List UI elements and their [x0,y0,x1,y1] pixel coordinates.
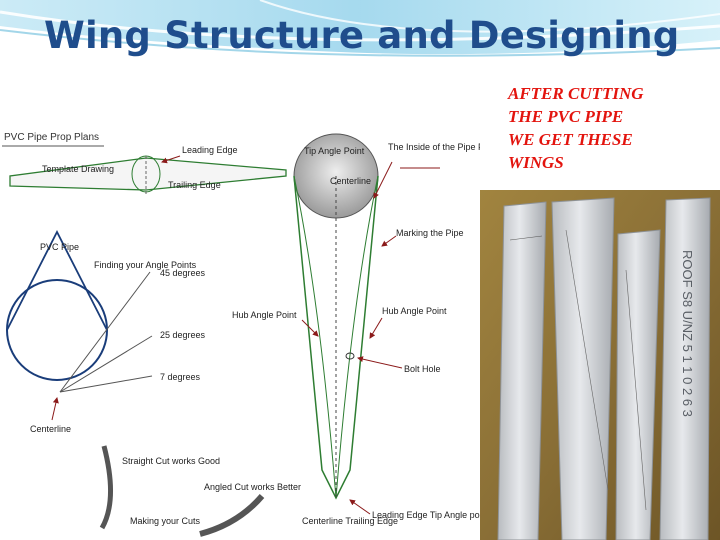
wing-4-print: ROOF S8 U/NZ 5 1 1 0 2 6 3 [680,250,695,417]
label-leading-edge-tip: Leading Edge Tip Angle point [372,510,480,520]
bolt-hole [345,352,355,360]
label-leading-edge: Leading Edge [182,145,238,155]
label-centerline-top: Centerline [330,176,371,186]
label-hub-angle-point-right: Hub Angle Point [382,306,447,316]
label-hub-angle-point-left: Hub Angle Point [232,310,297,320]
angled-cut-arc [199,494,265,537]
label-marking-the-pipe: Marking the Pipe [396,228,464,238]
label-centerline-left: Centerline [30,424,71,434]
label-inside-of-pipe: The Inside of the Pipe Faces the Wind [388,142,480,152]
wing-3 [615,229,661,540]
template-drawing [9,157,287,191]
label-tip-angle-point: Tip Angle Point [304,146,365,156]
caption-line-3: WE GET THESE [508,130,633,149]
label-25-degrees: 25 degrees [160,330,206,340]
photo-caption: AFTER CUTTING THE PVC PIPE WE GET THESE … [508,82,708,174]
straight-cut-arc [99,445,113,530]
wing-1 [497,201,547,540]
label-straight-cut: Straight Cut works Good [122,456,220,466]
label-finding-angle-points: Finding your Angle Points [94,260,197,270]
label-pvc-pipe: PVC Pipe [40,242,79,252]
label-template-drawing: Template Drawing [42,164,114,174]
wings-photo: ROOF S8 U/NZ 5 1 1 0 2 6 3 [480,190,720,540]
header-swoosh [0,0,720,57]
pvc-prop-plans-diagram: PVC Pipe Prop Plans Leading Edge Templat… [2,132,480,537]
label-angled-cut: Angled Cut works Better [204,482,301,492]
label-trailing-edge: Trailing Edge [168,180,221,190]
caption-line-1: AFTER CUTTING [508,84,644,103]
wing-4 [659,197,711,540]
wing-2 [551,197,615,540]
label-bolt-hole: Bolt Hole [404,364,441,374]
label-centerline-trailing-edge: Centerline Trailing Edge [302,516,398,526]
slide-title: Wing Structure and Designing [44,14,680,57]
caption-line-4: WINGS [508,153,564,172]
label-making-cuts: Making your Cuts [130,516,201,526]
pipe-cross-section [6,279,108,381]
label-7-degrees: 7 degrees [160,372,201,382]
label-45-degrees: 45 degrees [160,268,206,278]
plans-heading: PVC Pipe Prop Plans [4,132,99,143]
caption-line-2: THE PVC PIPE [508,107,624,126]
